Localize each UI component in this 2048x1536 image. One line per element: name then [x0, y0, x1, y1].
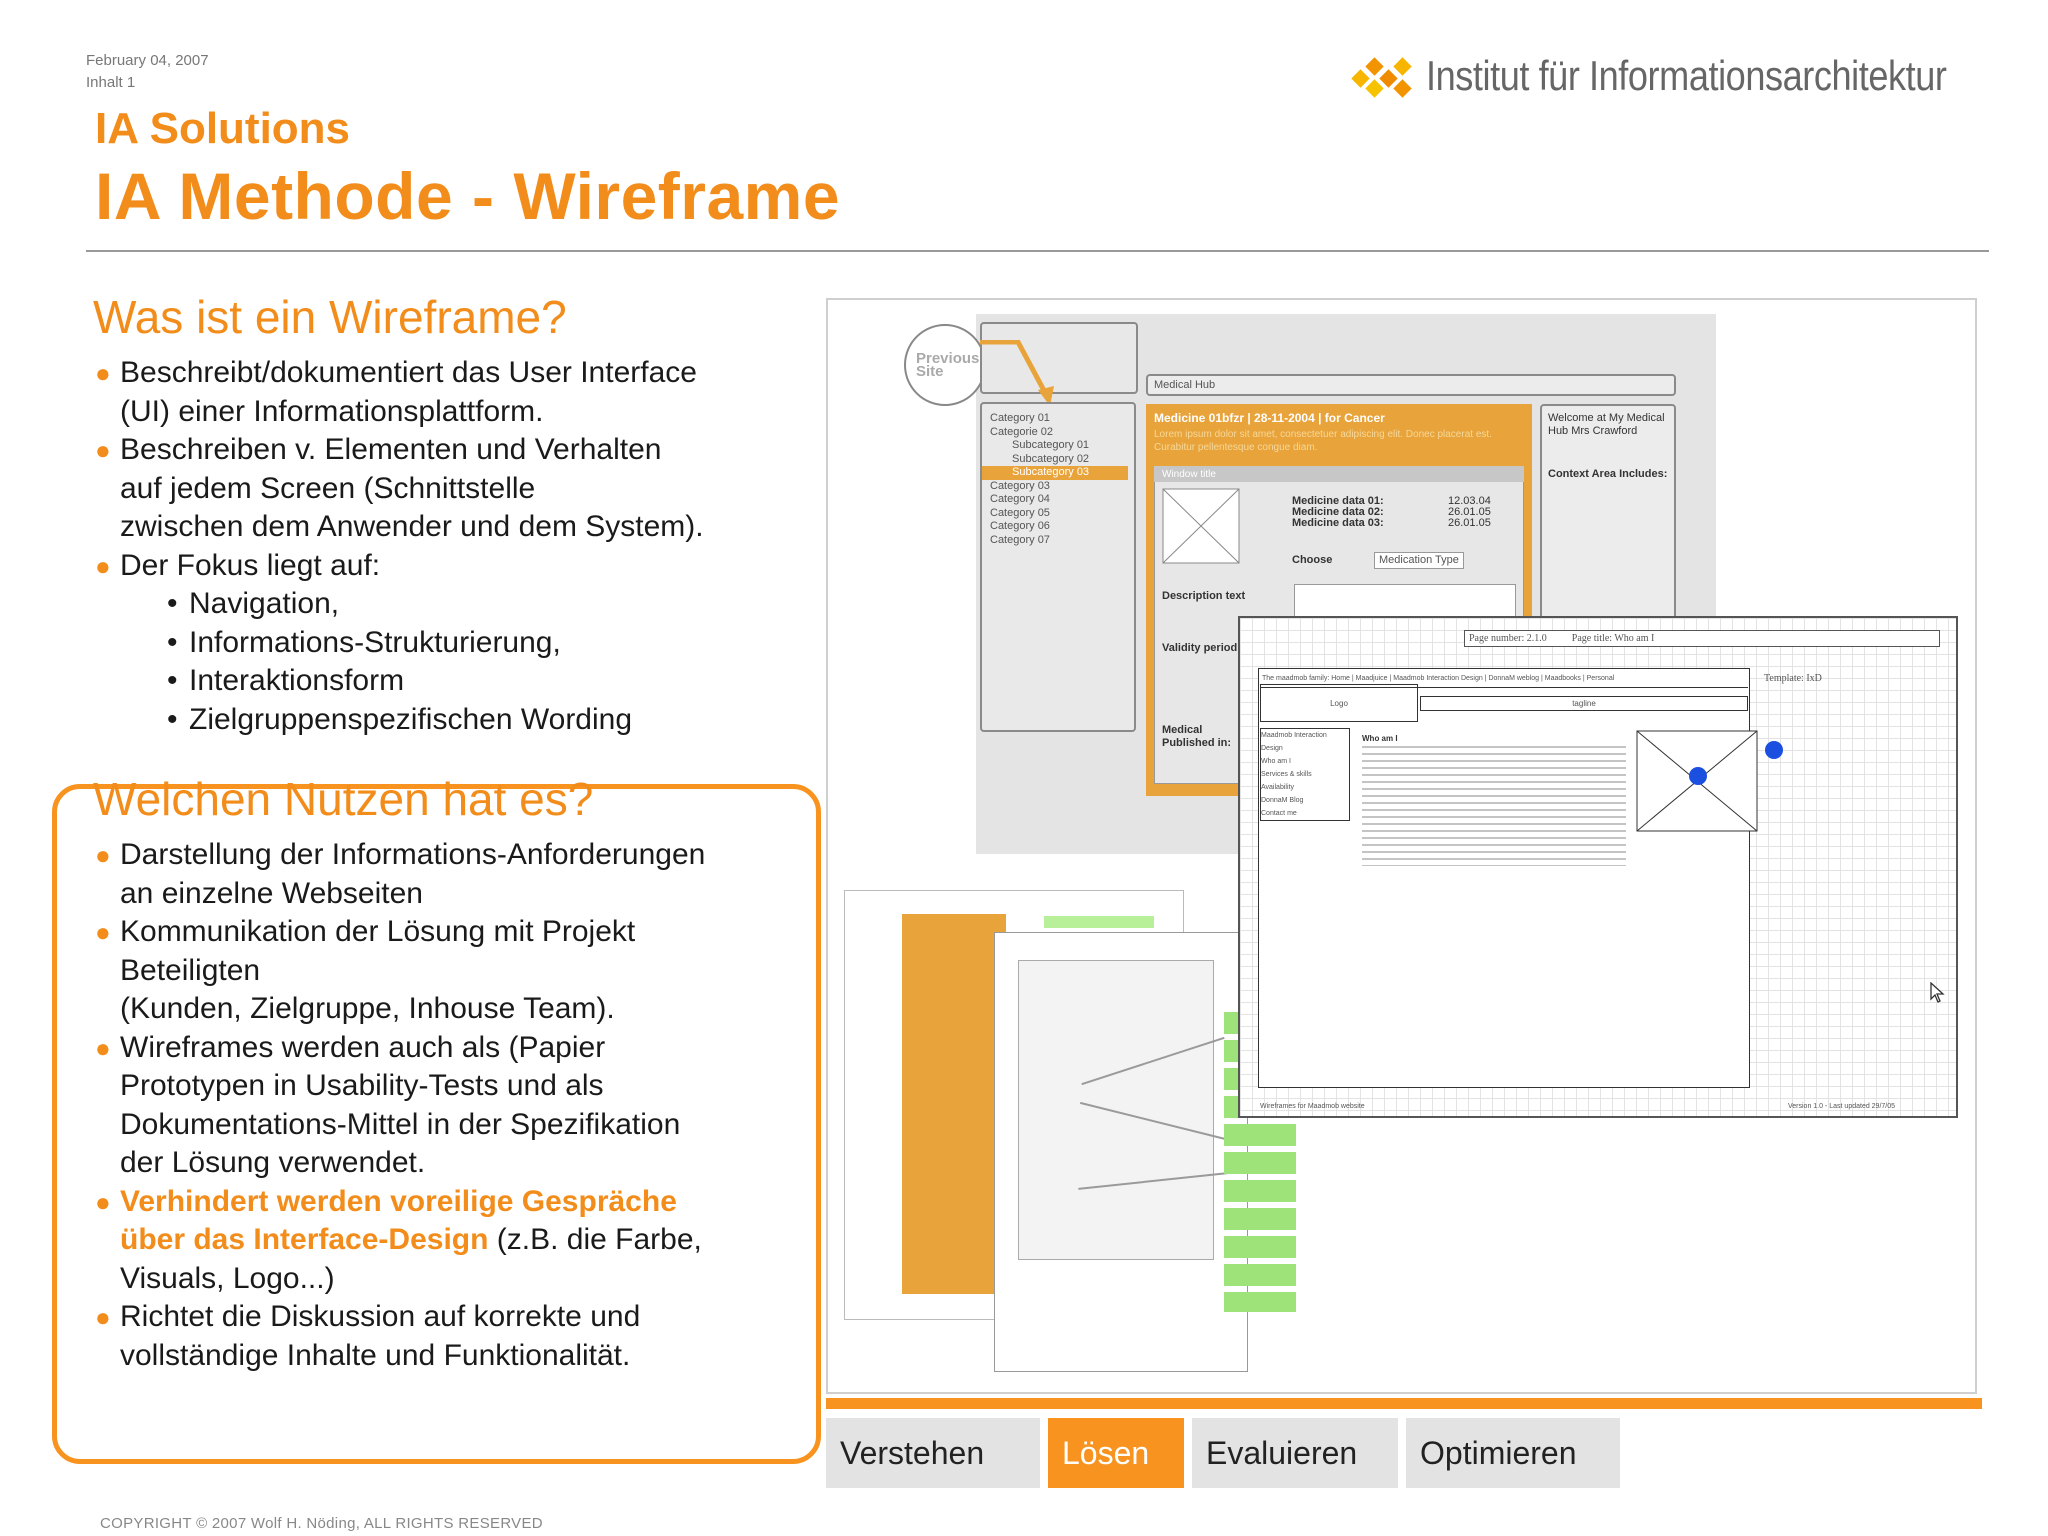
date-label: February 04, 2007 — [86, 52, 209, 69]
sub-bullet-item: •Interaktionsform — [167, 664, 405, 697]
institute-logo: Institut für Informationsarchitektur — [1351, 52, 2031, 100]
bullet-dot-icon: ● — [95, 917, 111, 947]
section2-bullets: ●Darstellung der Informations-Anforderun… — [95, 836, 706, 1372]
sub-bullet-item: •Navigation, — [167, 587, 340, 620]
previous-site-circle — [904, 324, 986, 406]
tab-evaluieren[interactable]: Evaluieren — [1192, 1418, 1398, 1488]
title-divider — [86, 250, 1989, 252]
bullet-dot-icon: ● — [95, 1186, 111, 1217]
slide-title: IA Methode - Wireframe — [95, 159, 841, 233]
section1-bullets: ●Beschreibt/dokumentiert das User Interf… — [95, 354, 704, 739]
slide-kicker: IA Solutions — [95, 104, 351, 153]
sub-bullet-item: •Informations-Strukturierung, — [167, 625, 561, 659]
bullet-dot-icon: ● — [95, 1302, 111, 1332]
bullet-item: ●Wireframes werden auch als (Papier — [95, 1029, 705, 1068]
bullet-item: ●Richtet die Diskussion auf korrekte und — [95, 1298, 705, 1337]
tab-verstehen[interactable]: Verstehen — [826, 1418, 1040, 1488]
category-nav — [980, 402, 1136, 732]
tab-optimieren[interactable]: Optimieren — [1406, 1418, 1620, 1488]
bullet-item: ●Der Fokus liegt auf: — [95, 547, 704, 586]
medical-hub-label: Medical Hub — [1154, 379, 1216, 391]
section2-heading: Welchen Nutzen hat es? — [93, 773, 594, 825]
image-placeholder-icon — [1636, 730, 1758, 832]
bullet-dot-icon: ● — [95, 358, 111, 388]
bullet-dot-icon: ● — [95, 1032, 111, 1063]
annotation-marker-icon — [1765, 741, 1783, 759]
image-placeholder-icon — [1162, 488, 1240, 564]
bullet-dot-icon: ● — [95, 550, 111, 581]
logo-text: Institut für Informationsarchitektur — [1426, 52, 1947, 99]
bullet-dot-icon: ● — [95, 435, 111, 465]
bullet-item: ●Beschreibt/dokumentiert das User Interf… — [95, 354, 704, 393]
bullet-item: ●Kommunikation der Lösung mit Projekt — [95, 913, 705, 952]
bullet-dot-icon: ● — [95, 840, 111, 870]
navigation-divider — [826, 1398, 1982, 1409]
bullet-item: ●Beschreiben v. Elementen und Verhalten — [95, 431, 704, 470]
section-label: Inhalt 1 — [86, 74, 136, 91]
diamond-logo-icon — [1351, 56, 1414, 98]
highlight-frame — [52, 784, 821, 1464]
sub-bullet-item: •Zielgruppenspezifischen Wording — [167, 702, 633, 736]
previous-site-label: Previous Site — [916, 350, 980, 380]
section1-heading: Was ist ein Wireframe? — [93, 291, 567, 343]
slide-meta: February 04, 2007 Inhalt 1 — [86, 50, 209, 94]
phase-tabs: Verstehen Lösen Evaluieren Optimieren — [826, 1418, 1628, 1488]
mouse-cursor-icon — [1930, 982, 1945, 1003]
copyright-notice: COPYRIGHT © 2007 Wolf H. Nöding, ALL RIG… — [100, 1515, 543, 1532]
tab-loesen[interactable]: Lösen — [1048, 1418, 1184, 1488]
bullet-item: ●Darstellung der Informations-Anforderun… — [95, 836, 705, 875]
flow-arrow-icon — [980, 340, 1054, 406]
bullet-item: ●Verhindert werden voreilige Gespräche — [95, 1183, 705, 1222]
